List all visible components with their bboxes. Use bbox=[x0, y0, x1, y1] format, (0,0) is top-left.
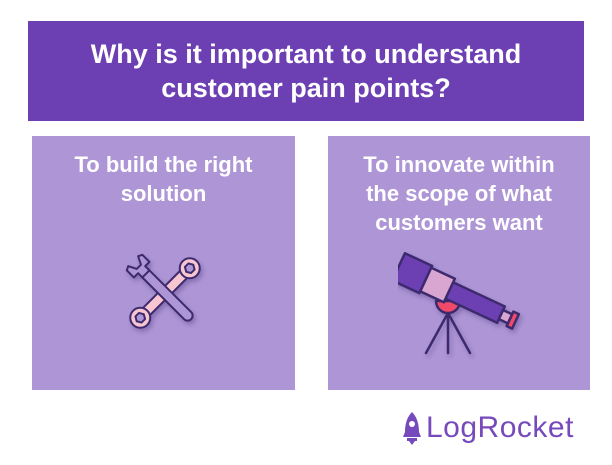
header-banner: Why is it important to understand custom… bbox=[28, 21, 584, 121]
card-build-right-solution: To build the right solution bbox=[32, 136, 295, 390]
card-title-line: solution bbox=[120, 181, 207, 206]
card-title-line: To innovate within bbox=[363, 152, 555, 177]
page-title: Why is it important to understand custom… bbox=[91, 37, 522, 105]
card-title-line: the scope of what bbox=[366, 181, 552, 206]
card-title: To innovate within the scope of what cus… bbox=[328, 150, 590, 237]
card-innovate-within-scope: To innovate within the scope of what cus… bbox=[328, 136, 590, 390]
card-title-line: To build the right bbox=[74, 152, 253, 177]
title-line-2: customer pain points? bbox=[161, 73, 451, 103]
card-title: To build the right solution bbox=[32, 150, 295, 208]
logo-text: LogRocket bbox=[426, 411, 574, 444]
title-line-1: Why is it important to understand bbox=[90, 39, 522, 69]
logrocket-logo: LogRocket bbox=[402, 410, 574, 446]
card-title-line: customers want bbox=[375, 210, 543, 235]
telescope-icon bbox=[398, 252, 521, 355]
wrench-and-spanner-icon bbox=[125, 253, 201, 329]
rocket-icon bbox=[403, 412, 421, 445]
